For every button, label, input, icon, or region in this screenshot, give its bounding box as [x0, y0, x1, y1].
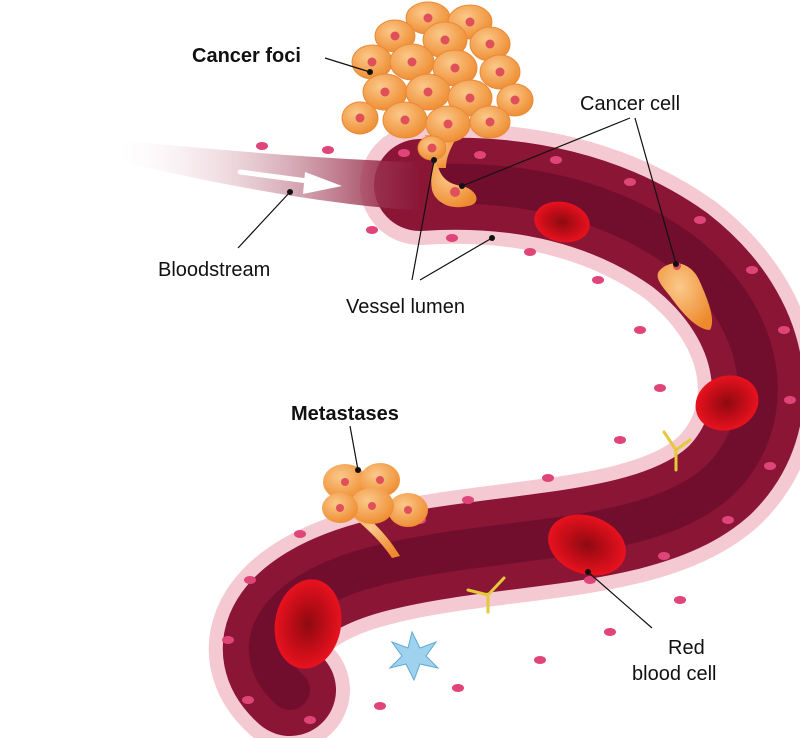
cancer-cell-nucleus — [380, 87, 390, 97]
cancer-cell-nucleus — [443, 119, 453, 129]
cancer-cell-nucleus — [400, 115, 410, 125]
red-blood-cell — [274, 579, 342, 669]
cancer-cell-detached — [431, 160, 477, 208]
cancer-cell-nucleus — [485, 117, 495, 127]
cancer-cell-nucleus — [510, 95, 520, 105]
label-vessel-lumen: Vessel lumen — [346, 296, 465, 318]
cancer-cell-nucleus — [440, 35, 450, 45]
label-red-blood-cell-line2: blood cell — [632, 663, 717, 685]
label-cancer-cell: Cancer cell — [580, 93, 680, 115]
cancer-cell-nucleus — [450, 63, 460, 73]
flow-arrow-icon — [237, 169, 342, 194]
cancer-cell-nucleus — [423, 13, 433, 23]
label-metastases: Metastases — [291, 403, 399, 425]
cancer-cell-nucleus — [367, 57, 377, 67]
red-blood-cell — [534, 201, 590, 243]
cancer-cell-nucleus — [465, 17, 475, 27]
red-blood-cell — [695, 375, 759, 431]
label-red-blood-cell-line1: Red — [668, 637, 705, 659]
cancer-cell-nucleus — [390, 31, 400, 41]
cancer-cell-nucleus — [355, 113, 365, 123]
cancer-cell-nucleus — [423, 87, 433, 97]
cancer-cell-nucleus — [485, 39, 495, 49]
cancer-foci-cluster — [341, 1, 534, 168]
cancer-cell-nucleus — [407, 57, 417, 67]
cancer-cell-nucleus — [495, 67, 505, 77]
platelet-icon — [388, 630, 440, 682]
label-bloodstream: Bloodstream — [158, 259, 270, 281]
cancer-cell-nucleus — [427, 143, 437, 153]
red-blood-cells — [274, 201, 759, 669]
wall-nuclei — [222, 142, 796, 724]
label-cancer-foci: Cancer foci — [192, 45, 301, 67]
antibody-icon — [466, 576, 506, 614]
red-blood-cell — [548, 514, 626, 576]
metastases-cluster — [322, 463, 428, 558]
cancer-cell-nucleus — [465, 93, 475, 103]
antibody-icon — [662, 430, 692, 472]
leader-lines — [237, 57, 679, 629]
